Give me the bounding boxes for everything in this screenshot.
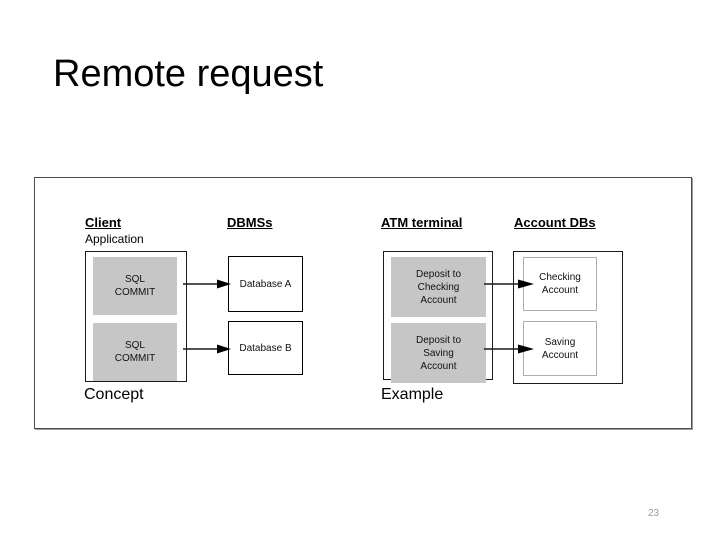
database-box-b: Database B [228, 321, 303, 375]
account-line: Checking [539, 272, 581, 283]
arrow-icon-deposit-saving-to-saving-account [484, 344, 534, 354]
process-line: COMMIT [114, 353, 156, 364]
header-account-dbs: Account DBs [514, 215, 596, 230]
account-line: Account [541, 349, 579, 361]
process-line: Deposit to [415, 268, 462, 280]
header-client-application: Application [85, 232, 144, 246]
database-box-a: Database A [228, 256, 303, 312]
diagram-frame: Client Application DBMSs ATM terminal Ac… [34, 177, 692, 429]
arrow-icon-sql2-to-database-b [183, 344, 231, 354]
caption-concept: Concept [84, 386, 144, 403]
process-line: COMMIT [114, 287, 156, 298]
process-box-sql-commit-1: SQL COMMIT [93, 257, 177, 315]
arrow-icon-sql1-to-database-a [183, 279, 231, 289]
process-box-deposit-checking: Deposit to Checking Account [391, 257, 486, 317]
account-line: Saving [544, 336, 576, 348]
process-line: SQL [124, 274, 145, 285]
process-box-sql-commit-2: SQL COMMIT [93, 323, 177, 381]
process-line: Account [420, 360, 457, 372]
process-box-deposit-saving: Deposit to Saving Account [391, 323, 486, 383]
page-title: Remote request [53, 53, 324, 95]
database-label: Database B [239, 342, 292, 354]
process-line: SQL [124, 340, 145, 351]
header-client: Client [85, 215, 122, 230]
header-dbmss: DBMSs [227, 215, 273, 230]
account-box-saving: Saving Account [523, 321, 597, 376]
arrow-icon-deposit-checking-to-checking-account [484, 279, 534, 289]
process-line: Saving [423, 347, 454, 359]
process-line: Deposit to [415, 334, 462, 346]
process-line: Account [420, 294, 457, 306]
process-line: Checking [417, 281, 460, 293]
caption-example: Example [381, 386, 444, 403]
database-label: Database A [239, 278, 292, 290]
account-line: Account [541, 285, 579, 296]
header-atm-terminal: ATM terminal [381, 215, 463, 230]
account-box-checking: Checking Account [523, 257, 597, 311]
page-number: 23 [648, 508, 660, 519]
